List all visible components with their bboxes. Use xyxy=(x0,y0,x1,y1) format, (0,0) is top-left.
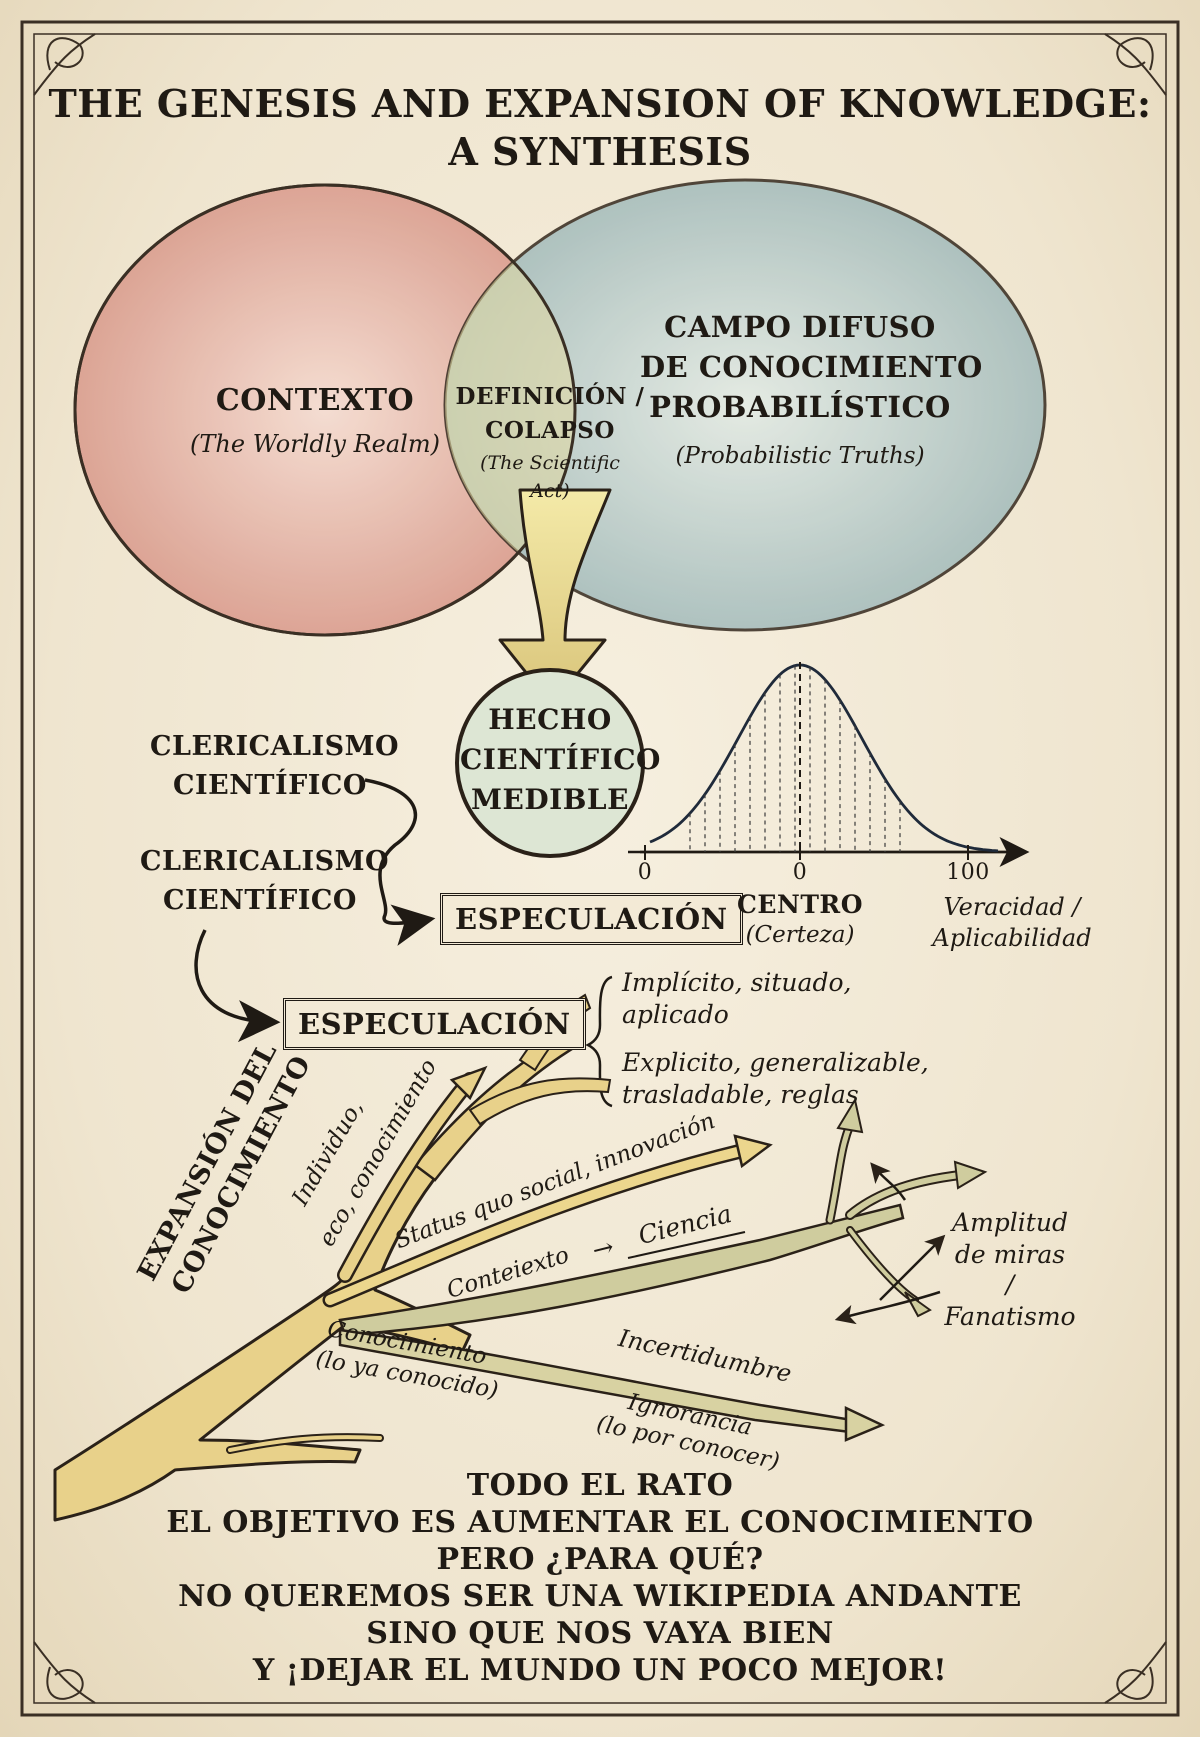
branch-green xyxy=(338,1203,905,1337)
conclusion-line-6: Y ¡DEJAR EL MUNDO UN POCO MEJOR! xyxy=(252,1653,948,1688)
fact-circle xyxy=(455,668,645,858)
clericalism-arrow-1 xyxy=(364,778,436,946)
bell-axis-label-1: Veracidad / xyxy=(943,893,1081,921)
fact-line-2: CIENTÍFICO xyxy=(460,743,661,776)
conclusion-line-1: TODO EL RATO xyxy=(466,1468,734,1503)
bell-tick-label-right: 100 xyxy=(946,860,990,885)
amplitud-slash: / xyxy=(1005,1270,1015,1299)
conclusion-line-3: PERO ¿PARA QUÉ? xyxy=(436,1542,764,1577)
bell-tick-label-left: 0 xyxy=(637,860,653,885)
intersection-line-1: DEFINICIÓN / xyxy=(455,383,645,410)
fanatismo-label: Fanatismo xyxy=(944,1302,1076,1331)
bell-curve xyxy=(628,662,1030,867)
explicit-line-2: trasladable, reglas xyxy=(622,1080,859,1109)
speculation-box-2: ESPECULACIÓN xyxy=(283,998,586,1050)
field-line-3: PROBABILÍSTICO xyxy=(649,390,951,424)
title-line-1: THE GENESIS AND EXPANSION OF KNOWLEDGE: xyxy=(48,81,1152,126)
speculation-box-1: ESPECULACIÓN xyxy=(440,893,743,945)
intersection-sub-2: Act) xyxy=(530,480,570,502)
clericalism-arrow-2 xyxy=(194,929,281,1043)
amplitud-line-1: Amplitud xyxy=(952,1208,1068,1237)
clericalism-2-line-1: CLERICALISMO xyxy=(140,846,390,877)
bell-axis-label-2: Aplicabilidad xyxy=(932,924,1092,952)
implicit-line-2: aplicado xyxy=(622,1000,729,1029)
field-subtitle: (Probabilistic Truths) xyxy=(675,443,925,469)
clericalism-2-line-2: CIENTÍFICO xyxy=(163,885,357,916)
knowledge-tree xyxy=(53,993,988,1522)
bell-curve-line xyxy=(649,663,999,853)
implicit-line-1: Implícito, situado, xyxy=(622,968,852,997)
bell-center-label: CENTRO xyxy=(737,890,863,919)
clericalism-1-line-1: CLERICALISMO xyxy=(150,731,400,762)
context-subtitle: (The Worldly Realm) xyxy=(190,430,440,458)
clericalism-1-line-2: CIENTÍFICO xyxy=(173,770,367,801)
ciencia-underline xyxy=(627,1231,746,1259)
amplitud-fanatismo-arrows xyxy=(834,1162,946,1325)
bell-curve-hatching xyxy=(689,665,901,852)
bell-tick-label-center: 0 xyxy=(792,860,808,885)
context-label: CONTEXTO xyxy=(215,383,415,418)
frame-corner-ornaments xyxy=(33,33,1167,1704)
conclusion-line-2: EL OBJETIVO ES AUMENTAR EL CONOCIMIENTO xyxy=(166,1505,1034,1540)
bell-center-sub: (Certeza) xyxy=(745,922,855,948)
explicit-line-1: Explicito, generalizable, xyxy=(622,1048,929,1077)
title-line-2: A SYNTHESIS xyxy=(448,129,752,174)
field-line-2: DE CONOCIMIENTO xyxy=(640,350,983,384)
fact-line-1: HECHO xyxy=(488,703,612,736)
intersection-line-2: COLAPSO xyxy=(485,417,615,444)
conclusion-line-5: SINO QUE NOS VAYA BIEN xyxy=(366,1616,834,1651)
amplitud-line-2: de miras xyxy=(954,1240,1066,1269)
fact-line-3: MEDIBLE xyxy=(471,783,629,816)
page-frame xyxy=(20,20,1180,1717)
conclusion-line-4: NO QUEREMOS SER UNA WIKIPEDIA ANDANTE xyxy=(178,1579,1022,1614)
field-line-1: CAMPO DIFUSO xyxy=(664,310,936,344)
intersection-sub-1: (The Scientific xyxy=(480,452,620,474)
